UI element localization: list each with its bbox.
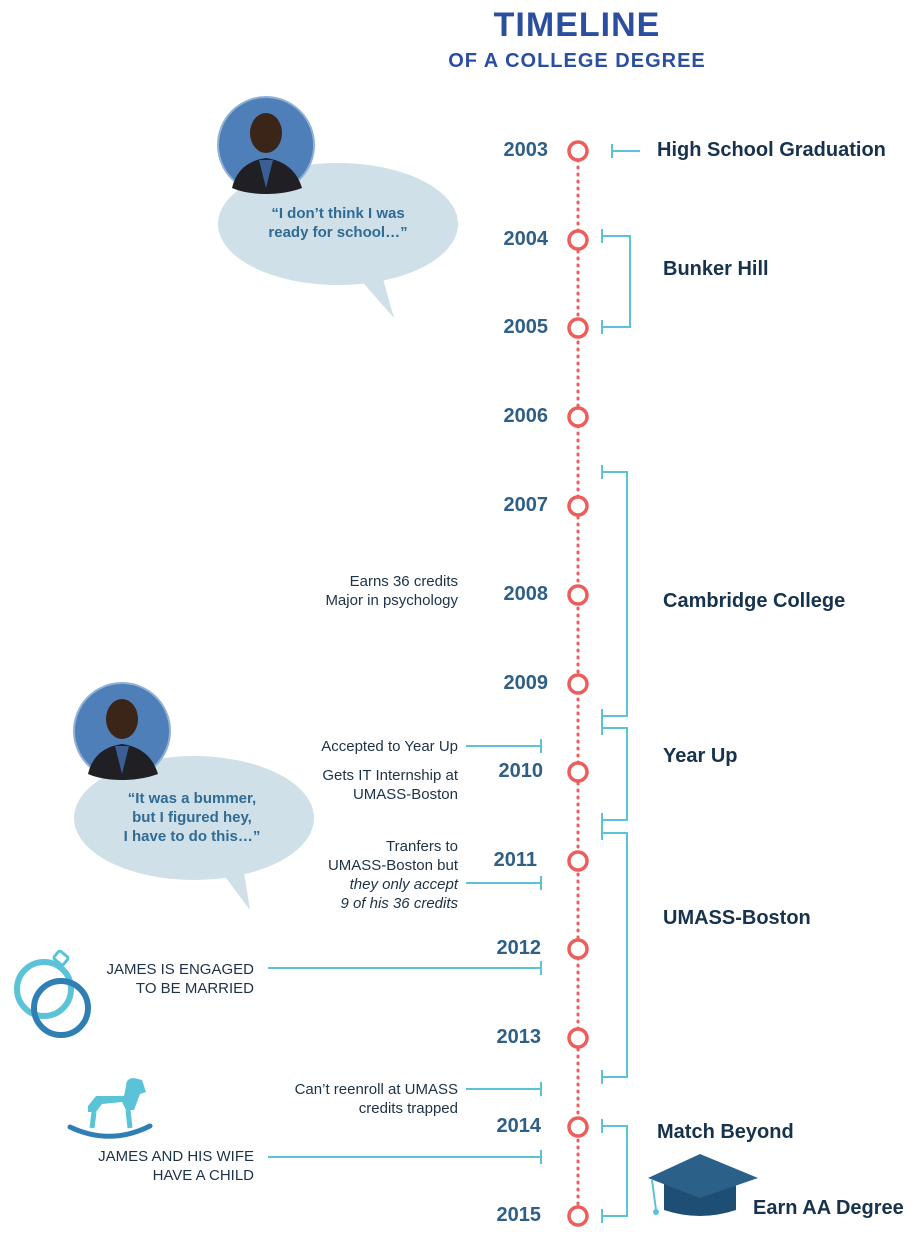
engaged-line2: TO BE MARRIED [135,980,254,997]
stage-year-up: Year Up [663,745,738,767]
year-2013: 2013 [496,1026,542,1048]
page-title: TIMELINE [493,6,661,44]
child-line1: JAMES AND HIS WIFE [98,1148,254,1165]
quote-2-line1: “It was a bummer, [127,790,257,807]
year-2004: 2004 [503,228,549,250]
note-internship-line2: UMASS-Boston [352,786,458,803]
engaged-line1: JAMES IS ENGAGED [106,961,254,978]
year-2007: 2007 [503,494,549,516]
quote-1-line2: ready for school…” [268,224,408,241]
year-2012: 2012 [496,937,542,959]
note-reenroll-line2: credits trapped [358,1100,458,1117]
quote-1-line1: “I don’t think I was [271,205,405,222]
stage-cambridge-college: Cambridge College [663,590,846,612]
portrait-photo-1 [217,96,315,194]
life-event-engaged: JAMES IS ENGAGED TO BE MARRIED [106,960,254,998]
stage-brackets [601,144,640,1223]
wedding-rings-icon [14,949,91,1038]
note-year-up-accept: Accepted to Year Up [321,738,458,755]
note-transfer: Tranfers to UMASS-Boston but they only a… [328,837,458,913]
page-subtitle: OF A COLLEGE DEGREE [448,50,706,72]
note-reenroll: Can’t reenroll at UMASS credits trapped [295,1080,458,1118]
note-transfer-line3: they only accept [349,876,458,893]
stage-high-school: High School Graduation [657,139,886,161]
year-2003: 2003 [503,139,549,161]
year-2010: 2010 [498,760,544,782]
speech-bubble-2 [74,756,314,910]
note-transfer-line4: 9 of his 36 credits [340,895,458,912]
year-2009: 2009 [503,672,549,694]
note-credits: Earns 36 credits Major in psychology [325,572,458,610]
stage-umass-boston: UMASS-Boston [663,907,811,929]
stage-match-beyond: Match Beyond [657,1121,794,1143]
quote-2-line3: I have to do this…” [123,828,261,845]
note-reenroll-line1: Can’t reenroll at UMASS [294,1081,458,1098]
quote-1: “I don’t think I was ready for school…” [238,204,438,242]
speech-bubble-1 [218,163,458,318]
note-credits-line2: Major in psychology [325,592,458,609]
portrait-photo-2 [73,682,171,780]
rocking-horse-icon [67,1078,153,1139]
graduation-cap-icon [648,1154,758,1216]
year-2014: 2014 [496,1115,542,1137]
year-2011: 2011 [493,849,537,871]
note-transfer-line1: Tranfers to [386,838,458,855]
quote-2-line2: but I figured hey, [132,809,252,826]
child-line2: HAVE A CHILD [152,1167,254,1184]
note-transfer-line2: UMASS-Boston but [327,857,458,874]
stage-bunker-hill: Bunker Hill [663,258,769,280]
quote-2: “It was a bummer, but I figured hey, I h… [92,789,292,846]
note-credits-line1: Earns 36 credits [349,573,458,590]
year-markers [567,140,589,1227]
note-internship: Gets IT Internship at UMASS-Boston [322,766,458,804]
stage-aa-degree: Earn AA Degree [753,1197,904,1219]
note-internship-line1: Gets IT Internship at [322,767,458,784]
year-2008: 2008 [503,583,549,605]
event-connectors [268,739,542,1164]
life-event-child: JAMES AND HIS WIFE HAVE A CHILD [98,1147,254,1185]
year-2005: 2005 [503,316,549,338]
year-2015: 2015 [496,1204,542,1226]
year-2006: 2006 [503,405,549,427]
